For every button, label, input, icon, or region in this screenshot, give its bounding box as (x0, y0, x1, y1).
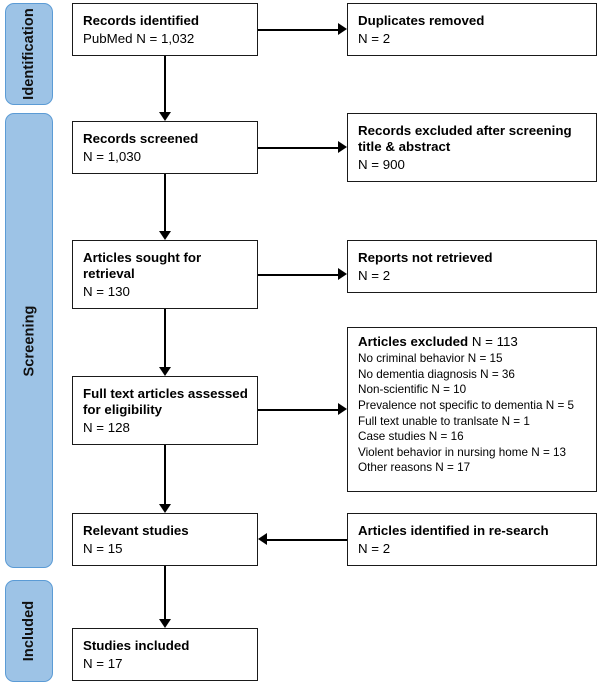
stage-screening-label: Screening (21, 304, 38, 377)
addition-box-articles-identified-research: Articles identified in re-search N = 2 (347, 513, 597, 566)
exclusion-reason-item: Case studies N = 16 (358, 430, 464, 444)
exclusion-box-reports-not-retrieved: Reports not retrieved N = 2 (347, 240, 597, 293)
connector-vertical-5 (163, 566, 167, 620)
exclusion-reason-item: Prevalence not specific to dementia N = … (358, 398, 575, 412)
connector-vertical-1 (163, 56, 167, 113)
arrowhead-right-4 (338, 403, 347, 416)
flow-box-count: PubMed N = 1,032 (83, 30, 195, 46)
exclusion-reason-item: Full text unable to tranlsate N = 1 (358, 414, 530, 428)
exclusion-box-count: N = 2 (358, 30, 391, 46)
stage-identification-label: Identification (21, 8, 37, 100)
flow-box-title: Articles sought for retrieval (83, 249, 202, 282)
arrowhead-right-1 (338, 23, 347, 36)
flow-box-count: N = 17 (83, 655, 123, 671)
arrowhead-down-1 (158, 112, 171, 121)
exclusion-box-duplicates-removed: Duplicates removed N = 2 (347, 3, 597, 56)
exclusion-reason-item: Violent behavior in nursing home N = 13 (358, 445, 567, 459)
flow-box-title: Records screened (83, 130, 199, 146)
arrowhead-down-2 (158, 231, 171, 240)
flow-box-full-text-assessed: Full text articles assessed for eligibil… (72, 376, 258, 445)
stage-identification: Identification (5, 3, 53, 105)
addition-box-count: N = 2 (358, 540, 391, 556)
flow-box-articles-sought: Articles sought for retrieval N = 130 (72, 240, 258, 309)
exclusion-box-records-excluded-screening: Records excluded after screening title &… (347, 113, 597, 182)
connector-vertical-3 (163, 309, 167, 368)
exclusion-reason-item: Non-scientific N = 10 (358, 383, 467, 397)
addition-box-title: Articles identified in re-search (358, 522, 549, 538)
exclusion-box-count: N = 900 (358, 157, 405, 173)
connector-vertical-2 (163, 174, 167, 232)
connector-horizontal-3 (258, 273, 340, 276)
exclusion-reason-item: No dementia diagnosis N = 36 (358, 367, 515, 381)
stage-screening: Screening (5, 113, 53, 568)
exclusion-reason-item: Other reasons N = 17 (358, 461, 471, 475)
flow-box-title: Records identified (83, 12, 199, 28)
exclusion-reasons-header: Articles excluded N = 113 (358, 333, 588, 350)
exclusion-box-count: N = 2 (358, 267, 391, 283)
connector-vertical-4 (163, 445, 167, 505)
exclusion-reasons-header-count: N = 113 (468, 334, 518, 349)
arrowhead-down-4 (158, 504, 171, 513)
arrowhead-right-3 (338, 268, 347, 281)
flow-box-count: N = 15 (83, 540, 123, 556)
arrowhead-down-3 (158, 367, 171, 376)
flow-box-records-screened: Records screened N = 1,030 (72, 121, 258, 174)
arrowhead-right-2 (338, 141, 347, 154)
flow-box-title: Studies included (83, 637, 190, 653)
flow-box-records-identified: Records identified PubMed N = 1,032 (72, 3, 258, 56)
arrowhead-left-1 (258, 533, 267, 546)
stage-included: Included (5, 580, 53, 682)
flow-box-studies-included: Studies included N = 17 (72, 628, 258, 681)
flow-box-title: Relevant studies (83, 522, 189, 538)
exclusion-reasons-header-label: Articles excluded (358, 334, 469, 349)
connector-horizontal-5 (267, 538, 347, 541)
exclusion-reason-item: No criminal behavior N = 15 (358, 352, 503, 366)
arrowhead-down-5 (158, 619, 171, 628)
exclusion-box-title: Duplicates removed (358, 12, 485, 28)
connector-horizontal-4 (258, 408, 340, 411)
flow-box-count: N = 130 (83, 284, 130, 300)
connector-horizontal-2 (258, 146, 340, 149)
flow-box-count: N = 128 (83, 420, 130, 436)
flow-box-count: N = 1,030 (83, 148, 142, 164)
stage-included-label: Included (21, 600, 38, 662)
exclusion-box-articles-excluded-reasons: Articles excluded N = 113 No criminal be… (347, 327, 597, 492)
connector-horizontal-1 (258, 28, 340, 31)
exclusion-box-title: Records excluded after screening title &… (358, 122, 572, 155)
flow-box-title: Full text articles assessed for eligibil… (83, 385, 248, 418)
flow-box-relevant-studies: Relevant studies N = 15 (72, 513, 258, 566)
exclusion-box-title: Reports not retrieved (358, 249, 493, 265)
